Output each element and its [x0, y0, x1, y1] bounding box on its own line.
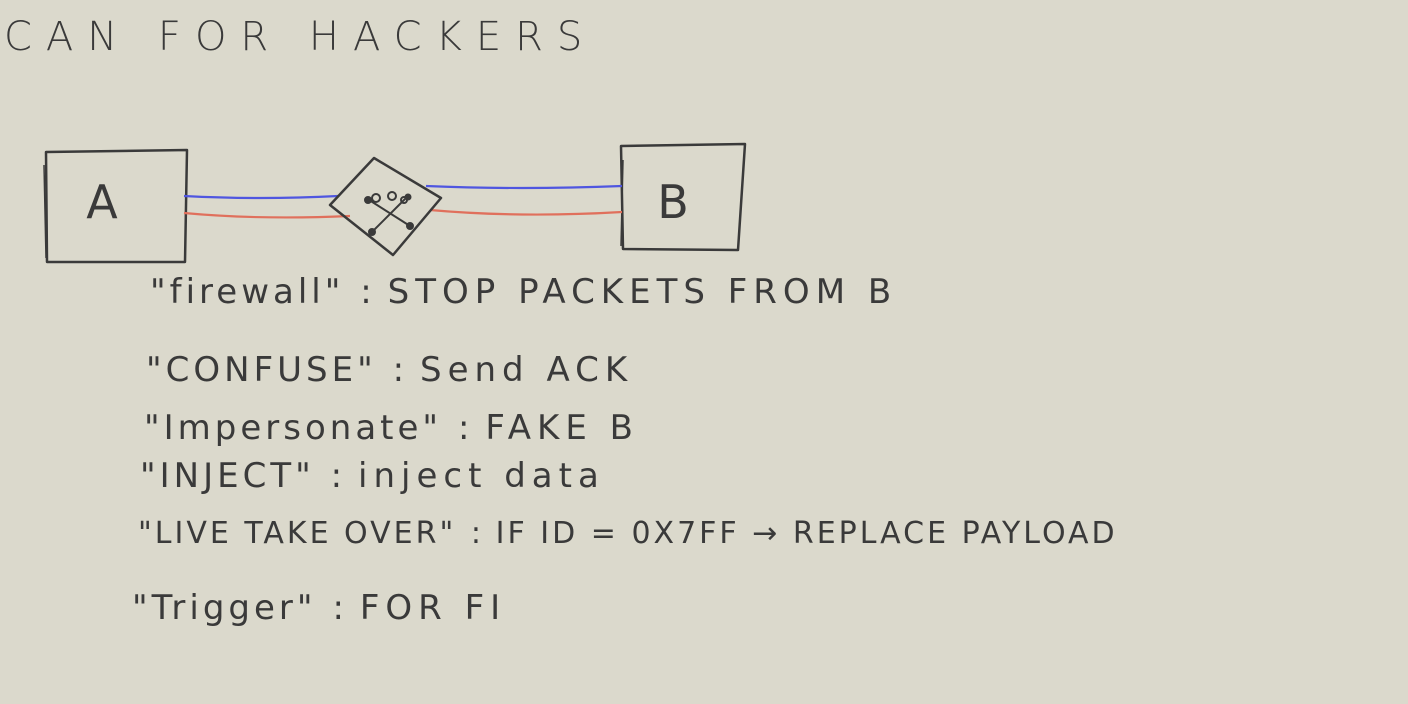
note-value: STOP PACKETS FROM B — [387, 272, 898, 312]
note-key: "Trigger" — [132, 588, 317, 628]
note-separator: : — [447, 408, 481, 448]
note-firewall: "firewall" : STOP PACKETS FROM B — [150, 272, 897, 312]
node-a-label: A — [86, 175, 118, 229]
note-confuse: "CONFUSE" : Send ACK — [146, 350, 633, 390]
note-separator: : — [321, 588, 355, 628]
note-separator: : — [381, 350, 415, 390]
note-key: "Impersonate" — [144, 408, 443, 448]
note-key: "firewall" — [150, 272, 345, 312]
note-separator: : — [319, 456, 353, 496]
node-b-label: B — [657, 175, 689, 229]
note-trigger: "Trigger" : FOR FI — [132, 588, 506, 628]
note-key: "LIVE TAKE OVER" — [138, 516, 457, 551]
note-separator: : — [461, 516, 491, 551]
note-value: IF ID = 0X7FF → REPLACE PAYLOAD — [495, 516, 1118, 551]
note-live-take-over: "LIVE TAKE OVER" : IF ID = 0X7FF → REPLA… — [138, 516, 1118, 551]
note-value: FOR FI — [359, 588, 507, 628]
can-low-wire-right — [429, 208, 623, 216]
can-low-wire-left — [183, 211, 351, 219]
node-a: A — [43, 148, 189, 264]
note-key: "INJECT" — [140, 456, 315, 496]
note-key: "CONFUSE" — [146, 350, 377, 390]
can-high-wire-left — [183, 194, 339, 200]
note-value: FAKE B — [485, 408, 639, 448]
note-value: Send ACK — [420, 350, 634, 390]
note-inject: "INJECT" : inject data — [140, 456, 605, 496]
note-separator: : — [349, 272, 383, 312]
attacker-device — [328, 156, 443, 257]
bug-icon — [364, 191, 414, 236]
diagram-title: CAN FOR HACKERS — [4, 14, 597, 60]
can-high-wire-right — [425, 184, 623, 190]
note-impersonate: "Impersonate" : FAKE B — [144, 408, 639, 448]
node-b: B — [619, 142, 747, 252]
can-bus-wires — [183, 184, 623, 219]
note-value: inject data — [358, 456, 605, 496]
